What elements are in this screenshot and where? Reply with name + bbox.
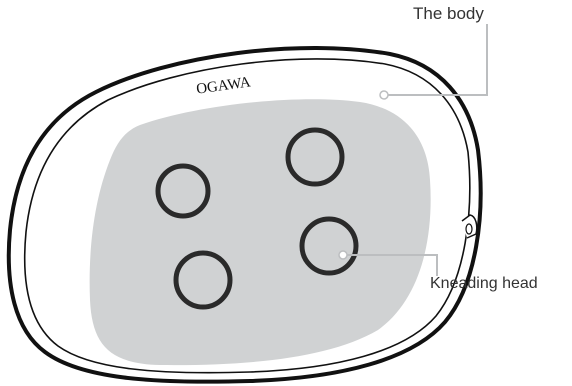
plug-icon [461, 214, 478, 239]
massage-panel [89, 99, 431, 366]
kneading-head-2 [285, 127, 345, 187]
kneading-head-4 [299, 216, 359, 276]
kneading-head-1 [155, 163, 211, 219]
kneading-head-label: Kneading head [430, 275, 538, 292]
body-leader-line [379, 24, 488, 100]
body-label: The body [413, 4, 484, 23]
kneading-head-3 [173, 250, 233, 310]
kneading-head-leader-line [338, 250, 438, 276]
brand-logo: OGAWA [195, 74, 251, 97]
massager-inner-rim [23, 58, 471, 374]
